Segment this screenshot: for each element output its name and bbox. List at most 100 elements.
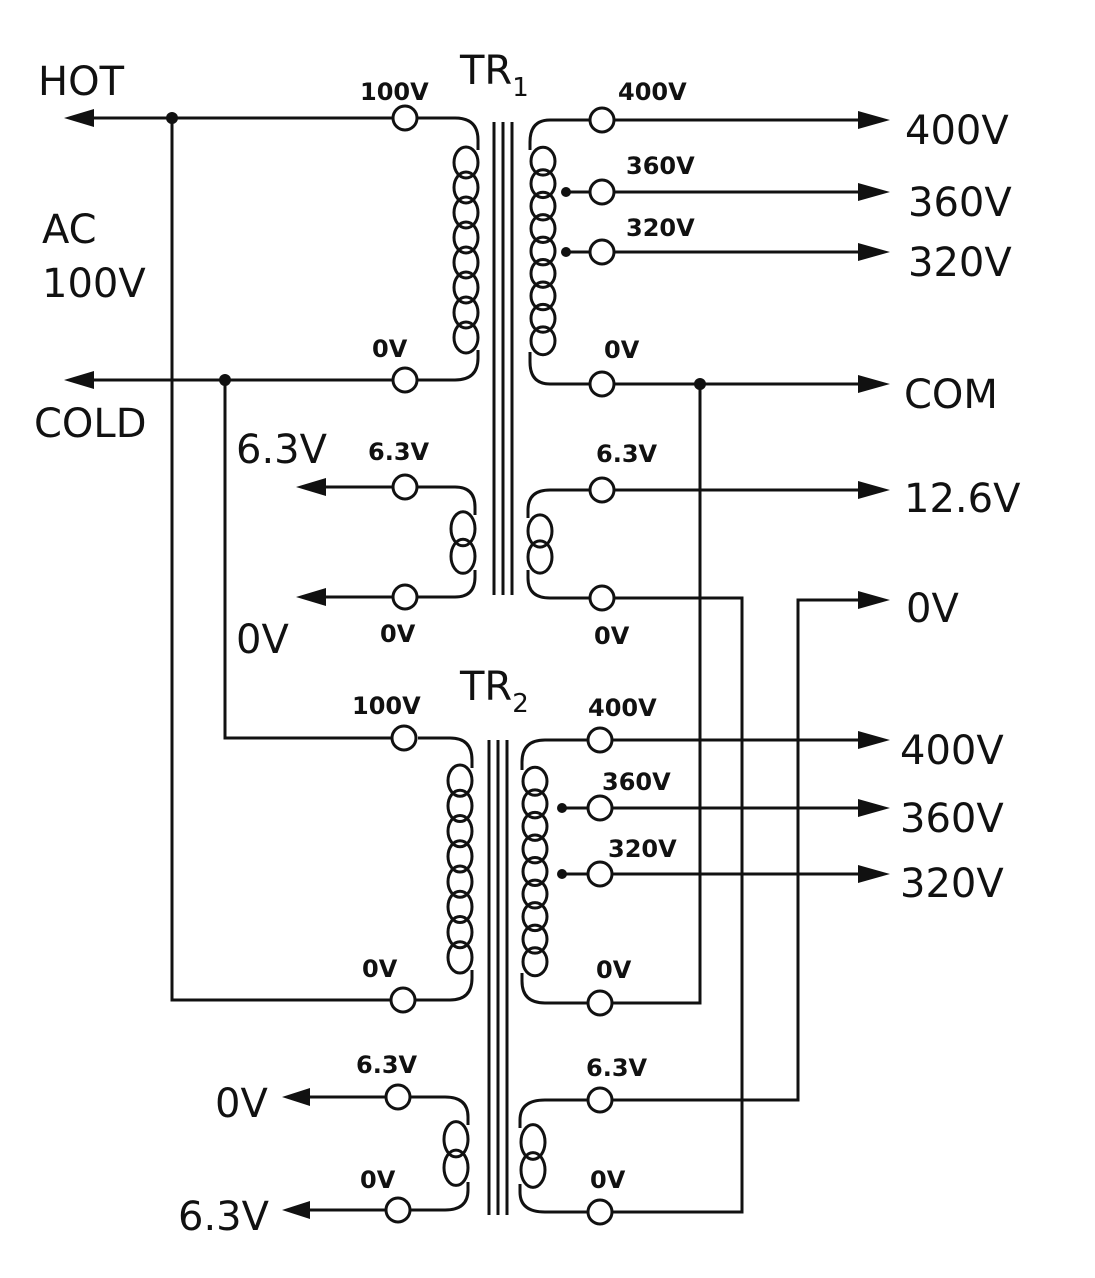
out360-1-label: 360V bbox=[908, 180, 1012, 226]
tr2-heater-p-bottom-label: 0V bbox=[360, 1166, 396, 1194]
output-labels: 400V 360V 320V COM 12.6V 0V 400V 360V 32… bbox=[900, 108, 1021, 907]
tr1-heater-secondary-coil bbox=[526, 513, 554, 575]
tr2-heater-left-top-arrow bbox=[282, 1088, 310, 1106]
tr2-labels: TR2 100V 0V 400V 360V 320V 0V 6.3V 0V 6.… bbox=[352, 664, 677, 1194]
coil-loop bbox=[521, 765, 549, 797]
tr1-heater-p-lead-bottom bbox=[418, 570, 477, 599]
hot-arrow bbox=[64, 109, 94, 127]
tr2-sec-0v-terminal bbox=[586, 989, 614, 1017]
tr1-heater-primary-coil bbox=[449, 510, 477, 575]
tr2-primary-top-label: 100V bbox=[352, 692, 421, 720]
coil-loop bbox=[442, 1120, 470, 1159]
tr2-sec-320-label: 320V bbox=[608, 835, 677, 863]
tr2-heater-s-lead-bottom bbox=[518, 1184, 588, 1214]
tr1-primary-top-label: 100V bbox=[360, 78, 429, 106]
out320-2-arrow bbox=[858, 865, 890, 883]
tr1-heater-s-bottom-label: 0V bbox=[594, 622, 630, 650]
coil-loop bbox=[529, 302, 557, 334]
tr1-heater-left-bottom-arrow bbox=[296, 588, 326, 606]
tr2-sec-360-label: 360V bbox=[602, 768, 671, 796]
coil-loop bbox=[519, 1151, 547, 1189]
out360-1-arrow bbox=[858, 183, 890, 201]
coil-loop bbox=[452, 170, 480, 205]
tr1-sec-400v-terminal bbox=[588, 106, 616, 134]
heater-0v-wire bbox=[612, 598, 860, 1102]
tr2-name: TR bbox=[459, 664, 512, 710]
tr2-sec-360v-terminal bbox=[586, 794, 614, 822]
coil-loop bbox=[521, 901, 549, 933]
out0v-arrow bbox=[858, 591, 890, 609]
tr2-heater-p-lead-top bbox=[410, 1095, 470, 1125]
tr1-heater-s-top-label: 6.3V bbox=[596, 440, 658, 468]
transformer-cores bbox=[487, 122, 514, 1215]
ac-voltage-label: 100V bbox=[42, 261, 146, 307]
tr2-primary-100v-terminal bbox=[390, 724, 418, 752]
tr2-heater-left-bottom-label: 6.3V bbox=[178, 1194, 270, 1240]
coil-loop bbox=[452, 245, 480, 280]
out400-1-arrow bbox=[858, 111, 890, 129]
ac-label: AC bbox=[42, 207, 97, 253]
tr1-primary-100v-terminal bbox=[391, 104, 419, 132]
coil-loop bbox=[529, 325, 557, 357]
tr1-primary-bottom-label: 0V bbox=[372, 335, 408, 363]
tr1-heater-left-top-arrow bbox=[296, 478, 326, 496]
tr1-sec-320-label: 320V bbox=[626, 214, 695, 242]
tr1-sec-360-label: 360V bbox=[626, 152, 695, 180]
coil-loop bbox=[529, 235, 557, 267]
tr2-heater-s-63v-terminal bbox=[586, 1086, 614, 1114]
com-arrow bbox=[858, 375, 890, 393]
coil-loop bbox=[529, 190, 557, 222]
tr1-heater-p-top-label: 6.3V bbox=[368, 438, 430, 466]
tr1-sec-320v-terminal bbox=[588, 238, 616, 266]
cold-bus bbox=[223, 380, 392, 740]
tr2-title: TR2 bbox=[459, 664, 529, 719]
terminals bbox=[384, 104, 616, 1226]
tr2-sec-400v-terminal bbox=[586, 726, 614, 754]
tr2-primary-bottom-label: 0V bbox=[362, 955, 398, 983]
tr1-sec-400-label: 400V bbox=[618, 78, 687, 106]
tr1-name: TR bbox=[459, 48, 512, 94]
tr1-heater-p-63v-terminal bbox=[391, 473, 419, 501]
coil-loop bbox=[449, 537, 477, 575]
coil-loop bbox=[446, 763, 474, 798]
coil-loop bbox=[521, 856, 549, 887]
tr2-heater-secondary-coil bbox=[519, 1123, 547, 1189]
tr2-heater-p-lead-bottom bbox=[410, 1182, 470, 1212]
hot-junction-dot bbox=[166, 112, 178, 124]
out400-1-label: 400V bbox=[905, 108, 1009, 154]
out320-2-label: 320V bbox=[900, 861, 1004, 907]
coil-loop bbox=[529, 168, 557, 200]
coil-loop bbox=[452, 220, 480, 255]
tr1-index: 1 bbox=[512, 73, 529, 103]
tr2-index: 2 bbox=[512, 689, 529, 719]
coil-loop bbox=[529, 213, 557, 244]
coil-loop bbox=[446, 813, 474, 849]
tr1-heater-p-lead-top bbox=[418, 485, 477, 515]
coil-loop bbox=[521, 788, 549, 820]
tr2-primary-lead-top bbox=[418, 736, 474, 768]
hot-bus bbox=[170, 118, 390, 1002]
tr1-title: TR1 bbox=[459, 48, 529, 103]
coil-loop bbox=[521, 923, 549, 955]
coil-loop bbox=[446, 889, 474, 925]
hot-label: HOT bbox=[38, 59, 125, 105]
tr1-labels: TR1 100V 0V 400V 360V 320V 0V 6.3V 0V 6.… bbox=[360, 48, 695, 650]
coil-loop bbox=[446, 940, 474, 975]
tr2-heater-s-top-label: 6.3V bbox=[586, 1054, 648, 1082]
tr2-heater-p-0v-terminal bbox=[384, 1196, 412, 1224]
coil-loop bbox=[529, 280, 557, 312]
junctions bbox=[166, 112, 706, 879]
tr2-tap320-dot bbox=[557, 869, 567, 879]
out126-arrow bbox=[858, 481, 890, 499]
tr1-heater-s-lead-top bbox=[526, 488, 590, 518]
coil-loop bbox=[519, 1123, 547, 1161]
coil-loop bbox=[446, 788, 474, 824]
tr1-heater-left-top-label: 6.3V bbox=[236, 427, 328, 473]
coil-loop bbox=[452, 270, 480, 305]
out400-2-label: 400V bbox=[900, 728, 1004, 774]
coil-loop bbox=[452, 295, 480, 330]
coil-loop bbox=[521, 878, 549, 910]
out126-label: 12.6V bbox=[904, 476, 1021, 522]
tr1-primary-lead-top bbox=[418, 116, 480, 150]
